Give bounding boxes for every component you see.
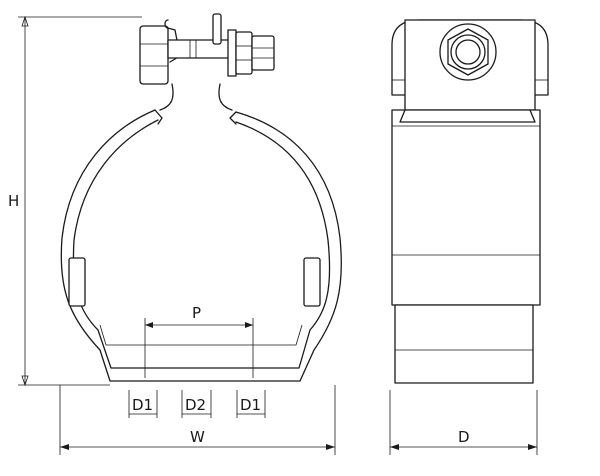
left-pad: [68, 257, 86, 307]
pitch-label: P: [192, 304, 201, 322]
width-label: W: [190, 428, 205, 446]
depth-label: D: [458, 428, 470, 446]
left-neck: [159, 83, 174, 111]
front-dimensions: H W P D1 D2 D1: [8, 15, 336, 455]
d1-right-label: D1: [240, 396, 261, 414]
d1-left-label: D1: [132, 396, 153, 414]
hook-icon: [164, 19, 181, 63]
clamp-band: [391, 109, 541, 306]
d2-label: D2: [185, 396, 206, 414]
strap-right-end: [229, 111, 237, 125]
right-neck: [218, 83, 233, 111]
washer: [227, 29, 237, 77]
tab-plate: [212, 13, 222, 45]
hanger-strap-inner: [72, 119, 331, 369]
liner: [394, 304, 534, 384]
nut-left: [235, 31, 253, 75]
hanger-strap-outer: [60, 109, 342, 382]
height-label: H: [8, 192, 19, 210]
strap-liner: [99, 324, 303, 346]
bolt-head: [139, 25, 169, 85]
front-view: [60, 13, 342, 382]
nut-right: [251, 35, 275, 71]
strap-left-end: [154, 109, 163, 125]
side-dimensions: D: [389, 390, 538, 455]
right-pad: [303, 257, 321, 307]
side-view: [391, 19, 549, 384]
bolt-assembly: [139, 13, 275, 85]
